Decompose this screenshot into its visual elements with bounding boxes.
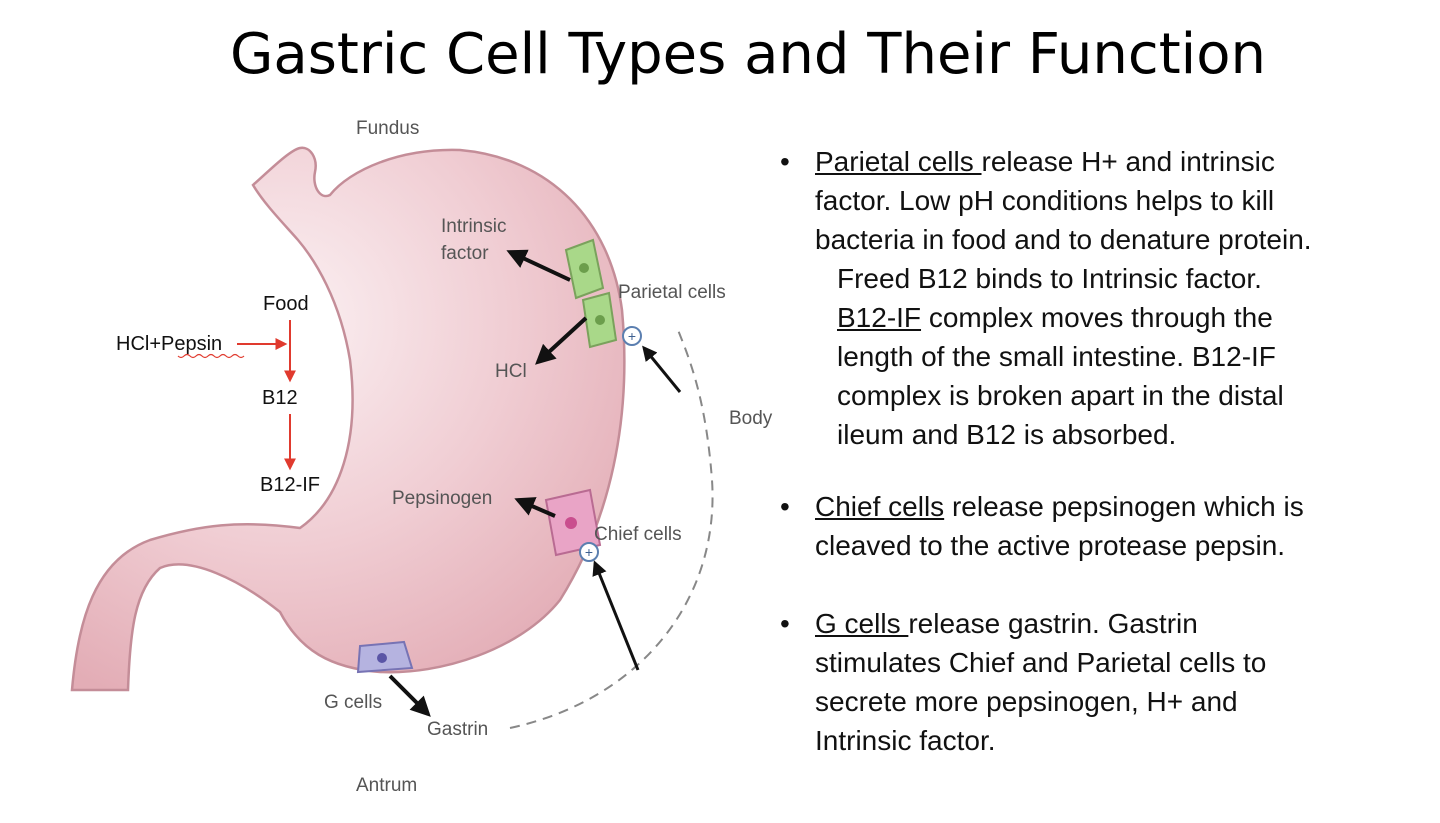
parietal-cells-label: Parietal cells [618, 282, 726, 303]
bullet-line: stimulates Chief and Parietal cells to [815, 647, 1267, 678]
hcl-label: HCl [495, 361, 527, 382]
intrinsic-factor-label-1: Intrinsic [441, 216, 506, 237]
intrinsic-factor-arrow [506, 249, 571, 282]
bullet-line: Intrinsic factor. [815, 725, 996, 756]
antrum-label: Antrum [356, 775, 417, 796]
pepsinogen-label: Pepsinogen [392, 488, 492, 509]
stimulate-chief-arrow [592, 560, 640, 671]
bullet-line: cleaved to the active protease pepsin. [815, 530, 1286, 561]
slide-title: Gastric Cell Types and Their Function [230, 22, 1266, 87]
b12-if-label: B12-IF [260, 474, 320, 496]
b12-label: B12 [262, 387, 298, 409]
bullet-line: Parietal cells release H+ and intrinsic [815, 146, 1275, 177]
bullet-chief-cells: • Chief cells release pepsinogen which i… [780, 487, 1410, 565]
bullet-line: length of the small intestine. B12-IF [837, 341, 1276, 372]
bullet-line: Chief cells release pepsinogen which is [815, 491, 1304, 522]
parietal-cell-upper [564, 238, 605, 300]
fundus-label: Fundus [356, 118, 419, 139]
bullet-line: secrete more pepsinogen, H+ and [815, 686, 1238, 717]
bullet-term: Chief cells [815, 491, 945, 522]
bullet-line: complex is broken apart in the distal [837, 380, 1284, 411]
stomach-diagram: + + Fundus Body Antrum Intrinsic factor … [70, 118, 773, 796]
g-cells-label: G cells [324, 692, 382, 713]
chief-plus-receptor: + [579, 542, 599, 562]
intrinsic-factor-label-2: factor [441, 243, 489, 264]
bullet-term: G cells [815, 608, 909, 639]
bullet-line: bacteria in food and to denature protein… [815, 224, 1312, 255]
parietal-plus-receptor: + [622, 326, 642, 346]
gastrin-arrow [388, 674, 431, 717]
bullet-term: Parietal cells [815, 146, 982, 177]
bullet-line: B12-IF complex moves through the [837, 302, 1273, 333]
hcl-pepsin-label: HCl+Pepsin [116, 333, 222, 355]
body-label: Body [729, 408, 773, 429]
bullet-line: Freed B12 binds to Intrinsic factor. [837, 263, 1262, 294]
bullet-line: factor. Low pH conditions helps to kill [815, 185, 1275, 216]
chief-cell [544, 488, 602, 557]
gastrin-feedback-loop [509, 329, 714, 729]
g-cell [356, 640, 414, 674]
bullet-line: G cells release gastrin. Gastrin [815, 608, 1198, 639]
bullet-term: B12-IF [837, 302, 922, 333]
stimulate-parietal-arrow [642, 345, 682, 393]
spellcheck-underline [177, 353, 245, 359]
chief-cells-label: Chief cells [594, 524, 682, 545]
pepsinogen-arrow [514, 497, 556, 518]
bullet-list: • Parietal cells release H+ and intrinsi… [780, 142, 1410, 760]
svg-text:+: + [628, 328, 636, 344]
parietal-cell-lower [581, 291, 618, 349]
stomach-shape [70, 146, 626, 692]
gastrin-label: Gastrin [427, 719, 488, 740]
food-label: Food [263, 293, 309, 315]
bullet-line: ileum and B12 is absorbed. [837, 419, 1177, 450]
bullet-g-cells: • G cells release gastrin. Gastrin stimu… [780, 604, 1410, 760]
svg-text:+: + [585, 544, 593, 560]
hcl-arrow [535, 316, 588, 365]
bullet-parietal-cells: • Parietal cells release H+ and intrinsi… [780, 142, 1410, 454]
